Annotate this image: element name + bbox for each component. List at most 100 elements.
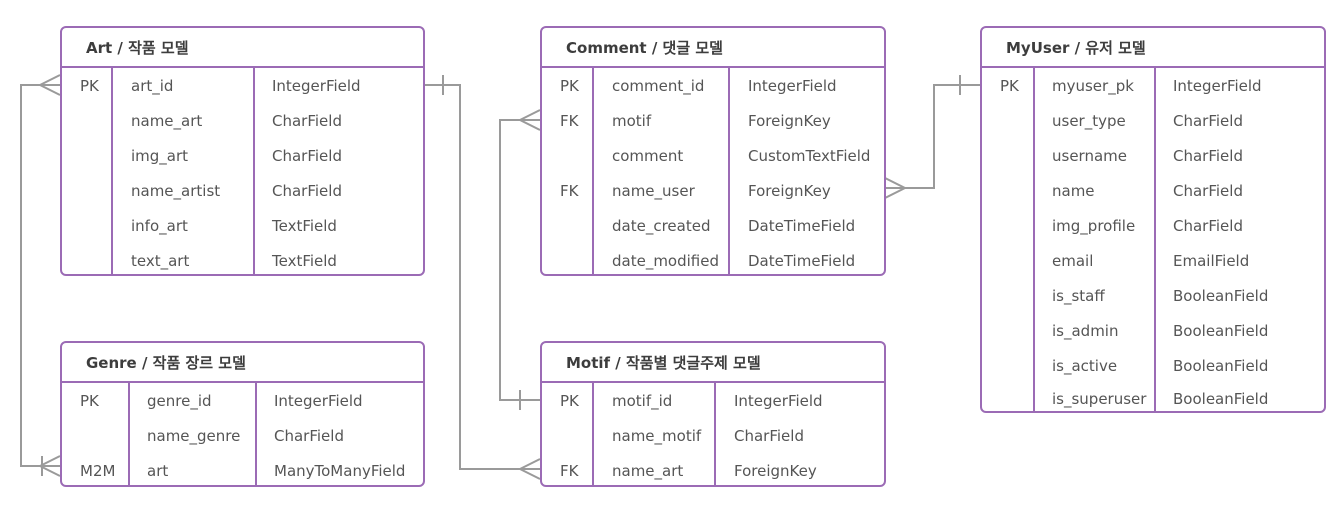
crowfoot-comment-end-1 — [519, 109, 541, 121]
field-type: CustomTextField — [748, 147, 871, 165]
field-name: username — [1052, 147, 1127, 165]
connector-myuser-comment — [885, 84, 980, 189]
field-name: name_art — [131, 112, 203, 130]
crowfoot-comment-user-1 — [884, 177, 906, 189]
field-type: CharField — [272, 112, 342, 130]
field-type: BooleanField — [1173, 357, 1269, 375]
field-name: img_art — [131, 147, 189, 165]
field-name: name — [1052, 182, 1095, 200]
field-type: IntegerField — [274, 392, 363, 410]
entity-genre[interactable]: Genre / 작품 장르 모델 PK genre_id IntegerFiel… — [60, 341, 425, 487]
field-type: CharField — [1173, 112, 1243, 130]
field-name: art_id — [131, 77, 174, 95]
fk-key: FK — [560, 462, 579, 480]
field-name: name_artist — [131, 182, 221, 200]
crowfoot-comment-end-2 — [519, 119, 541, 131]
field-name: name_motif — [612, 427, 702, 445]
field-name: name_art — [612, 462, 684, 480]
field-name: date_created — [612, 217, 711, 235]
column-divider — [1154, 66, 1156, 411]
field-name: info_art — [131, 217, 188, 235]
field-name: is_admin — [1052, 322, 1119, 340]
column-divider — [1033, 66, 1035, 411]
pk-key: PK — [1000, 77, 1019, 95]
field-name: name_user — [612, 182, 695, 200]
field-type: IntegerField — [272, 77, 361, 95]
column-divider — [111, 66, 113, 274]
crowfoot-art-end-1 — [39, 74, 61, 86]
column-divider — [128, 381, 130, 485]
field-name: comment_id — [612, 77, 705, 95]
field-name: user_type — [1052, 112, 1126, 130]
field-name: myuser_pk — [1052, 77, 1134, 95]
field-type: IntegerField — [748, 77, 837, 95]
field-type: CharField — [274, 427, 344, 445]
crowfoot-genre-end-1 — [39, 455, 61, 467]
field-type: CharField — [734, 427, 804, 445]
connector-art-motif — [425, 84, 540, 470]
field-type: CharField — [1173, 217, 1243, 235]
field-type: BooleanField — [1173, 287, 1269, 305]
field-type: ForeignKey — [748, 112, 831, 130]
column-divider — [728, 66, 730, 274]
pk-key: PK — [560, 77, 579, 95]
m2m-key: M2M — [80, 462, 116, 480]
field-type: IntegerField — [734, 392, 823, 410]
pk-key: PK — [560, 392, 579, 410]
field-name: is_active — [1052, 357, 1118, 375]
field-name: date_modified — [612, 252, 719, 270]
column-divider — [255, 381, 257, 485]
entity-title: MyUser / 유저 모델 — [982, 28, 1324, 68]
crowfoot-art-end-2 — [39, 84, 61, 96]
field-name: email — [1052, 252, 1094, 270]
field-type: IntegerField — [1173, 77, 1262, 95]
field-name: is_staff — [1052, 287, 1105, 305]
field-type: BooleanField — [1173, 322, 1269, 340]
field-type: BooleanField — [1173, 390, 1269, 408]
field-type: ManyToManyField — [274, 462, 406, 480]
field-type: EmailField — [1173, 252, 1250, 270]
field-name: genre_id — [147, 392, 212, 410]
column-divider — [592, 381, 594, 485]
connector-art-genre — [20, 84, 60, 467]
field-type: DateTimeField — [748, 252, 856, 270]
entity-motif[interactable]: Motif / 작품별 댓글주제 모델 PK motif_id IntegerF… — [540, 341, 886, 487]
entity-comment[interactable]: Comment / 댓글 모델 PK comment_id IntegerFie… — [540, 26, 886, 276]
field-name: comment — [612, 147, 684, 165]
field-type: TextField — [272, 252, 337, 270]
field-name: img_profile — [1052, 217, 1136, 235]
field-type: TextField — [272, 217, 337, 235]
column-divider — [592, 66, 594, 274]
field-type: CharField — [1173, 182, 1243, 200]
fk-key: FK — [560, 112, 579, 130]
crowfoot-genre-end-2 — [39, 465, 61, 477]
field-name: name_genre — [147, 427, 241, 445]
field-type: CharField — [272, 182, 342, 200]
connector-motif-comment — [499, 119, 540, 401]
entity-title: Comment / 댓글 모델 — [542, 28, 884, 68]
field-type: CharField — [272, 147, 342, 165]
crowfoot-comment-user-2 — [884, 187, 906, 199]
field-name: motif_id — [612, 392, 673, 410]
entity-myuser[interactable]: MyUser / 유저 모델 PK myuser_pk IntegerField… — [980, 26, 1326, 413]
field-name: text_art — [131, 252, 190, 270]
field-name: motif — [612, 112, 652, 130]
field-type: ForeignKey — [734, 462, 817, 480]
entity-art[interactable]: Art / 작품 모델 PK art_id IntegerField name_… — [60, 26, 425, 276]
column-divider — [253, 66, 255, 274]
field-type: ForeignKey — [748, 182, 831, 200]
column-divider — [714, 381, 716, 485]
crowfoot-motif-end-1 — [519, 458, 541, 470]
pk-key: PK — [80, 77, 99, 95]
crowfoot-motif-end-2 — [519, 468, 541, 480]
field-name: is_superuser — [1052, 390, 1147, 408]
fk-key: FK — [560, 182, 579, 200]
field-type: DateTimeField — [748, 217, 856, 235]
entity-title: Art / 작품 모델 — [62, 28, 423, 68]
pk-key: PK — [80, 392, 99, 410]
entity-title: Genre / 작품 장르 모델 — [62, 343, 423, 383]
field-name: art — [147, 462, 169, 480]
entity-title: Motif / 작품별 댓글주제 모델 — [542, 343, 884, 383]
field-type: CharField — [1173, 147, 1243, 165]
